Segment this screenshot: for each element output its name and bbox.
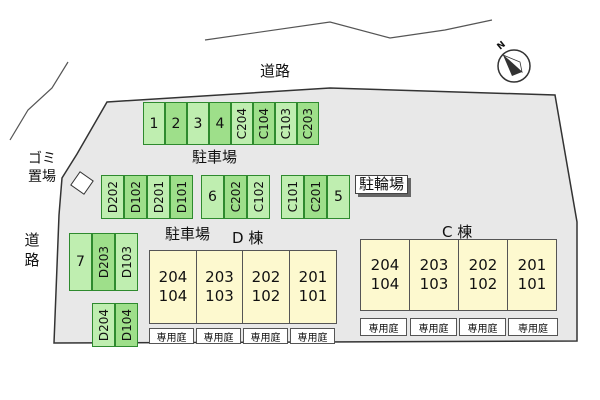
- private-garden: 専用庭: [508, 318, 558, 336]
- unit-number-upper: 203: [205, 268, 234, 287]
- parking-slot-label: D102: [128, 180, 143, 214]
- building-unit: 203 103: [196, 250, 243, 324]
- road-label-top: 道路: [260, 62, 291, 80]
- garden-label: 専用庭: [518, 323, 548, 335]
- parking-slot-label: C202: [228, 181, 243, 213]
- parking-slot-label: D202: [105, 180, 120, 214]
- parking-slot-label: D103: [119, 245, 134, 279]
- unit-number-upper: 204: [158, 268, 188, 287]
- garbage-box: [70, 171, 94, 195]
- parking-slot-label: C102: [251, 181, 266, 213]
- parking-slot: D102: [124, 175, 147, 219]
- road-edge-top: [204, 19, 493, 41]
- parking-slot: D203: [92, 233, 115, 291]
- unit-number-lower: 101: [517, 275, 547, 293]
- parking-slot-label: 1: [149, 115, 159, 132]
- parking-label-middle: 駐車場: [165, 225, 211, 243]
- parking-slot: D104: [115, 303, 138, 347]
- parking-slot: 4: [209, 102, 231, 145]
- parking-slot-label: D204: [96, 308, 111, 342]
- private-garden: 専用庭: [243, 328, 288, 344]
- parking-slot-label: 2: [171, 115, 181, 132]
- road-edge-left: [9, 61, 69, 141]
- parking-slot-label: 5: [334, 189, 343, 205]
- parking-slot: 3: [187, 102, 209, 145]
- parking-slot: 1: [143, 102, 165, 145]
- parking-slot: D101: [170, 175, 193, 219]
- compass-icon: [497, 49, 531, 83]
- parking-slot-label: C104: [257, 107, 271, 140]
- building-unit: 202 102: [242, 250, 290, 324]
- building-unit: 203 103: [409, 239, 459, 311]
- parking-slot: D103: [115, 233, 138, 291]
- unit-number-upper: 204: [370, 256, 400, 275]
- unit-number-lower: 102: [468, 275, 498, 293]
- building-c-title: C 棟: [442, 223, 473, 241]
- building-unit: 204 104: [360, 239, 410, 311]
- unit-number-lower: 103: [419, 275, 449, 293]
- parking-slot: C203: [297, 102, 319, 145]
- parking-slot-label: D101: [174, 180, 189, 214]
- unit-number-upper: 201: [517, 256, 547, 275]
- unit-number-lower: 102: [251, 287, 281, 305]
- parking-slot: D201: [147, 175, 170, 219]
- building-unit: 201 101: [289, 250, 337, 324]
- building-unit: 201 101: [507, 239, 557, 311]
- parking-slot: 6: [201, 175, 224, 219]
- parking-slot-label: 7: [76, 254, 85, 270]
- unit-number-upper: 202: [251, 268, 281, 287]
- parking-slot-label: 3: [193, 115, 203, 132]
- parking-slot-label: D203: [96, 245, 111, 279]
- garden-label: 専用庭: [297, 332, 328, 344]
- unit-number-upper: 203: [419, 256, 449, 275]
- garden-label: 専用庭: [368, 323, 399, 335]
- unit-number-lower: 104: [158, 287, 188, 305]
- bike-parking-label: 駐輪場: [355, 175, 409, 194]
- unit-number-upper: 202: [468, 256, 498, 275]
- parking-label-top: 駐車場: [192, 148, 238, 166]
- private-garden: 専用庭: [196, 328, 241, 344]
- parking-slot-label: C101: [285, 181, 300, 213]
- unit-number-lower: 101: [298, 287, 328, 305]
- parking-slot: C201: [304, 175, 327, 219]
- parking-slot-label: C203: [301, 107, 315, 140]
- unit-number-lower: 104: [370, 275, 400, 293]
- building-unit: 202 102: [458, 239, 508, 311]
- garbage-area-label: ゴミ 置場: [28, 151, 56, 185]
- parking-slot-label: 6: [208, 189, 217, 205]
- parking-slot-label: C204: [235, 107, 249, 140]
- garden-label: 専用庭: [418, 323, 449, 335]
- parking-slot: C101: [281, 175, 304, 219]
- parking-slot: 5: [327, 175, 350, 219]
- parking-slot: C202: [224, 175, 247, 219]
- parking-slot: 2: [165, 102, 187, 145]
- private-garden: 専用庭: [149, 328, 194, 344]
- garden-label: 専用庭: [156, 332, 187, 344]
- parking-slot-label: D104: [119, 308, 134, 342]
- private-garden: 専用庭: [290, 328, 335, 344]
- private-garden: 専用庭: [459, 318, 506, 336]
- parking-slot: C104: [253, 102, 275, 145]
- road-label-left: 道路: [24, 231, 40, 270]
- unit-number-upper: 201: [298, 268, 328, 287]
- parking-slot-label: C103: [279, 107, 293, 140]
- parking-slot: C204: [231, 102, 253, 145]
- parking-slot-label: 4: [215, 115, 225, 132]
- building-unit: 204 104: [149, 250, 197, 324]
- garden-label: 専用庭: [467, 323, 498, 335]
- garden-label: 専用庭: [250, 332, 281, 344]
- parking-slot: D204: [92, 303, 115, 347]
- parking-slot: 7: [69, 233, 92, 291]
- parking-slot-label: D201: [151, 180, 166, 214]
- unit-number-lower: 103: [205, 287, 234, 305]
- parking-slot: C103: [275, 102, 297, 145]
- parking-slot: C102: [247, 175, 270, 219]
- parking-slot-label: C201: [308, 181, 323, 213]
- private-garden: 専用庭: [410, 318, 457, 336]
- garden-label: 専用庭: [203, 332, 234, 344]
- private-garden: 専用庭: [360, 318, 407, 336]
- building-d-title: D 棟: [232, 229, 264, 247]
- parking-slot: D202: [101, 175, 124, 219]
